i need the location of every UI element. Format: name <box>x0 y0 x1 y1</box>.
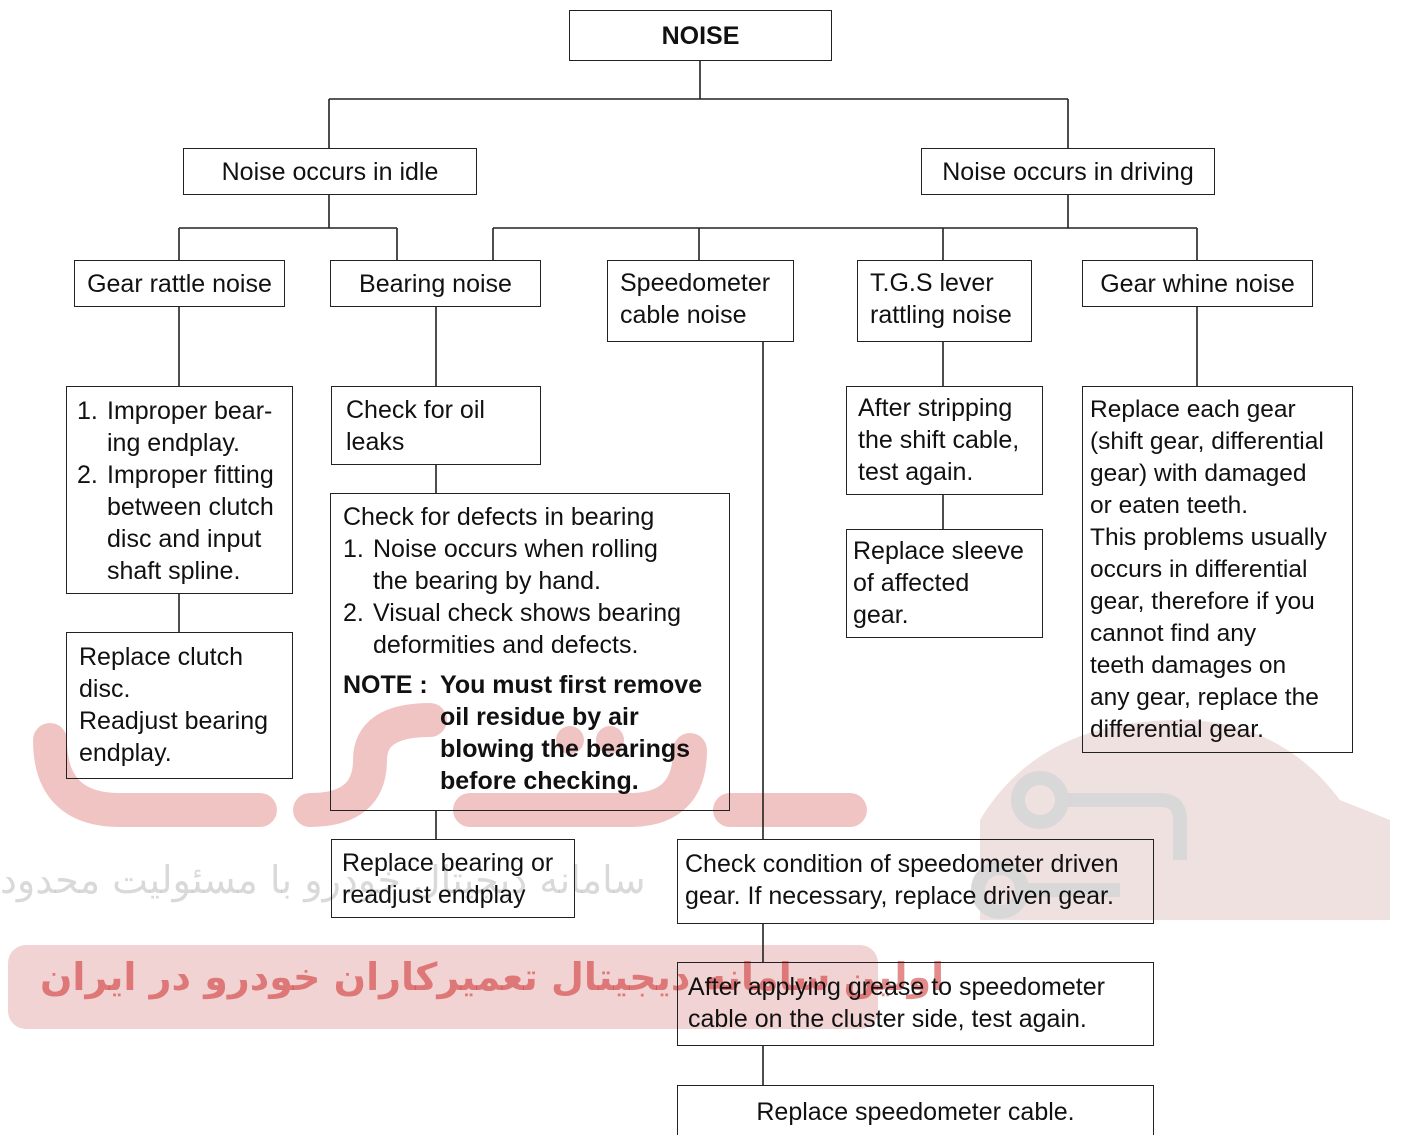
replace-each-gear-line: gear) with damaged <box>1090 460 1307 487</box>
apply-grease-line: After applying grease to speedometer <box>688 973 1105 1001</box>
replace-each-gear-line: This problems usually <box>1090 524 1327 551</box>
replace-clutch-box: Replace clutch disc. Readjust bearing en… <box>66 632 293 779</box>
replace-bearing-line: readjust endplay <box>342 881 526 909</box>
gear-rattle-label: Gear rattle noise <box>87 269 272 298</box>
noise-root-box: NOISE <box>569 10 832 61</box>
tgs-lever-box: T.G.S lever rattling noise <box>857 260 1032 342</box>
replace-sleeve-box: Replace sleeve of affected gear. <box>846 529 1043 638</box>
check-oil-line: Check for oil <box>346 396 485 424</box>
tgs-lever-line: rattling noise <box>870 301 1012 329</box>
replace-each-gear-line: gear, therefore if you <box>1090 588 1315 615</box>
note-line: before checking. <box>440 767 639 795</box>
gear-whine-box: Gear whine noise <box>1082 260 1313 307</box>
bearing-noise-box: Bearing noise <box>330 260 541 307</box>
replace-clutch-line: Replace clutch <box>79 643 243 671</box>
gear-whine-label: Gear whine noise <box>1100 269 1295 298</box>
replace-each-gear-line: any gear, replace the <box>1090 684 1319 711</box>
driving-noise-label: Noise occurs in driving <box>942 157 1194 186</box>
replace-each-gear-line: teeth damages on <box>1090 652 1287 679</box>
replace-clutch-line: endplay. <box>79 739 172 767</box>
note-block: NOTE : You must first remove oil residue… <box>343 669 717 797</box>
after-stripping-line: test again. <box>858 458 974 486</box>
idle-noise-box: Noise occurs in idle <box>183 148 477 195</box>
note-line: blowing the bearings <box>440 735 691 763</box>
replace-each-gear-line: occurs in differential <box>1090 556 1308 583</box>
check-oil-leaks-box: Check for oil leaks <box>331 386 541 465</box>
replace-sleeve-line: Replace sleeve <box>853 537 1024 565</box>
replace-each-gear-line: Replace each gear <box>1090 396 1296 423</box>
check-speedometer-gear-box: Check condition of speedometer driven ge… <box>677 839 1154 924</box>
improper-causes-box: 1. Improper bear- ing endplay. 2. Improp… <box>66 386 293 594</box>
check-speedometer-gear-line: gear. If necessary, replace driven gear. <box>685 882 1114 910</box>
replace-bearing-line: Replace bearing or <box>342 849 554 877</box>
after-stripping-line: the shift cable, <box>858 426 1020 454</box>
note-label: NOTE : <box>343 671 428 699</box>
after-stripping-line: After stripping <box>858 394 1013 422</box>
after-stripping-box: After stripping the shift cable, test ag… <box>846 386 1043 495</box>
replace-sleeve-line: of affected <box>853 569 970 597</box>
note-line: You must first remove <box>440 671 703 699</box>
replace-each-gear-line: or eaten teeth. <box>1090 492 1249 519</box>
replace-each-gear-line: differential gear. <box>1090 716 1264 743</box>
check-oil-line: leaks <box>346 428 405 456</box>
gear-rattle-box: Gear rattle noise <box>74 260 285 307</box>
speedometer-cable-noise-box: Speedometer cable noise <box>607 260 794 342</box>
replace-each-gear-box: Replace each gear (shift gear, different… <box>1082 386 1353 753</box>
idle-noise-label: Noise occurs in idle <box>221 157 439 186</box>
speedometer-cable-noise-line: cable noise <box>620 301 747 329</box>
speedometer-cable-noise-line: Speedometer <box>620 269 771 297</box>
check-defects-heading: Check for defects in bearing <box>343 503 655 531</box>
list-item: 2. Improper fitting between clutch disc … <box>77 461 274 585</box>
apply-grease-line: cable on the cluster side, test again. <box>688 1005 1087 1033</box>
apply-grease-box: After applying grease to speedometer cab… <box>677 962 1154 1046</box>
check-defects-list: 1. Noise occurs when rolling the bearing… <box>343 533 717 661</box>
note-line: oil residue by air <box>440 703 639 731</box>
tgs-lever-line: T.G.S lever <box>870 269 994 297</box>
bearing-noise-label: Bearing noise <box>359 269 512 298</box>
replace-clutch-line: Readjust bearing <box>79 707 269 735</box>
list-item: 1. Improper bear- ing endplay. <box>77 397 273 457</box>
check-speedometer-gear-line: Check condition of speedometer driven <box>685 850 1119 878</box>
replace-speedometer-cable-box: Replace speedometer cable. <box>677 1085 1154 1135</box>
replace-sleeve-line: gear. <box>853 601 909 629</box>
noise-root-label: NOISE <box>661 21 740 50</box>
list-item: 1. Noise occurs when rolling the bearing… <box>343 535 658 595</box>
replace-each-gear-line: (shift gear, differential <box>1090 428 1324 455</box>
list-item: 2. Visual check shows bearing deformitie… <box>343 599 682 659</box>
replace-bearing-box: Replace bearing or readjust endplay <box>331 839 575 918</box>
check-defects-box: Check for defects in bearing 1. Noise oc… <box>330 493 730 811</box>
driving-noise-box: Noise occurs in driving <box>921 148 1215 195</box>
improper-causes-list: 1. Improper bear- ing endplay. 2. Improp… <box>77 395 282 587</box>
replace-speedometer-cable-label: Replace speedometer cable. <box>756 1098 1075 1126</box>
replace-clutch-line: disc. <box>79 675 131 703</box>
replace-each-gear-line: cannot find any <box>1090 620 1257 647</box>
